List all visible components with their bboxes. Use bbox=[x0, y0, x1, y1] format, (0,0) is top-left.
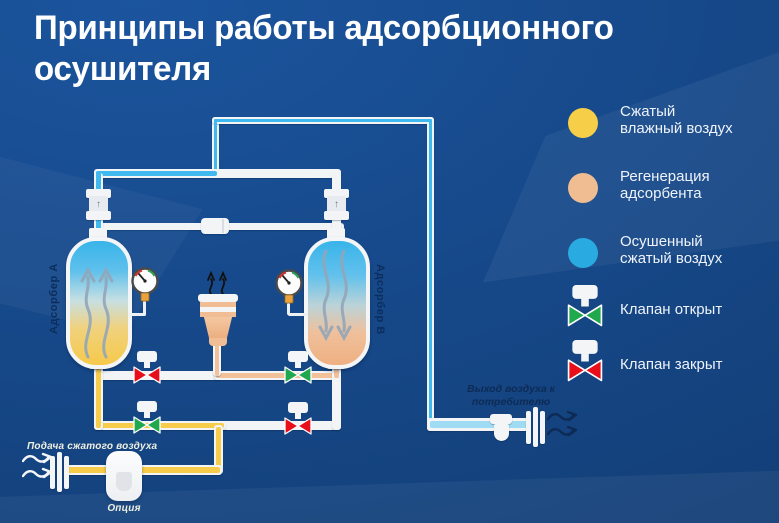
muffler-body bbox=[203, 317, 233, 338]
adsorber-b-vessel bbox=[304, 237, 370, 369]
supply-flange bbox=[64, 456, 69, 489]
gauge-b-tube bbox=[288, 313, 308, 316]
legend-label-line: сжатый воздух bbox=[620, 250, 723, 268]
legend-swatch-regeneration bbox=[568, 173, 598, 203]
muffler-neck bbox=[209, 338, 227, 346]
optional-filter bbox=[106, 451, 142, 501]
inlet-row-right-pipe bbox=[214, 421, 341, 430]
title-line-1: Принципы работы адсорбционного bbox=[34, 9, 614, 47]
supply-flange bbox=[50, 456, 55, 489]
up-arrow-icon: ↑ bbox=[334, 199, 339, 210]
supply-pipe-core bbox=[66, 467, 220, 473]
up-arrow-icon: ↑ bbox=[96, 199, 101, 210]
muffler-ring bbox=[200, 307, 236, 312]
option-label: Опция bbox=[107, 503, 141, 514]
legend-label-valve-closed: Клапан закрыт bbox=[620, 356, 723, 373]
valve-open-inlet-a-icon bbox=[133, 401, 161, 434]
outlet-flange bbox=[526, 411, 531, 444]
dry-air-core bbox=[214, 119, 432, 122]
check-valve-b: ↑ bbox=[324, 189, 349, 220]
muffler-ring bbox=[200, 312, 236, 317]
outlet-flange bbox=[540, 411, 545, 444]
outlet-label-line-2: потребителю bbox=[471, 396, 551, 409]
outlet-header-pipe bbox=[94, 169, 341, 178]
tower-a-bottom-riser-core bbox=[96, 362, 101, 428]
adsorber-a-label: Адсорбер А bbox=[48, 263, 60, 335]
legend-label-line: Осушенный bbox=[620, 233, 703, 250]
outlet-header-core bbox=[96, 171, 217, 176]
muffler-cap bbox=[198, 294, 238, 302]
outlet-pipe-core bbox=[430, 421, 527, 428]
valve-closed-inlet-b-icon bbox=[284, 402, 312, 435]
purge-orifice bbox=[201, 218, 229, 234]
valve-open-purge-b-icon bbox=[284, 351, 312, 384]
page-title: Принципы работы адсорбционного осушителя bbox=[34, 8, 732, 91]
legend-valve-open-icon bbox=[567, 285, 603, 327]
outlet-drain-fitting bbox=[494, 424, 509, 441]
title-line-2: осушителя bbox=[34, 50, 212, 89]
valve-closed-purge-a-icon bbox=[133, 351, 161, 384]
pressure-gauge-a-icon bbox=[131, 267, 159, 302]
muffler-ring bbox=[200, 302, 236, 307]
check-valve-cap bbox=[86, 189, 111, 198]
pressure-gauge-b-icon bbox=[275, 269, 303, 304]
gauge-b-tube bbox=[287, 303, 290, 315]
check-valve-body: ↑ bbox=[327, 196, 346, 213]
supply-riser-core bbox=[216, 427, 221, 472]
outlet-label-line-1: Выход воздуха к bbox=[467, 383, 555, 395]
legend-label-valve-open: Клапан открыт bbox=[620, 301, 723, 318]
filter-element bbox=[116, 472, 132, 491]
legend-label-dry-air: Осушенный сжатый воздух bbox=[620, 233, 770, 268]
legend-label-line: Регенерация bbox=[620, 168, 710, 185]
legend-label-regeneration: Регенерация адсорбента bbox=[620, 168, 770, 203]
tower-b-bottom-riser-core bbox=[334, 362, 339, 378]
upward-flow-arrows-icon bbox=[80, 266, 114, 359]
adsorber-a-vessel bbox=[66, 237, 132, 369]
check-valve-body: ↑ bbox=[89, 196, 108, 213]
regeneration-core bbox=[216, 373, 338, 378]
legend-label-wet-air: Сжатый влажный воздух bbox=[620, 103, 770, 138]
gauge-a-tube bbox=[143, 301, 146, 315]
check-valve-cap bbox=[324, 189, 349, 198]
legend-valve-closed-icon bbox=[567, 340, 603, 382]
exhaust-steam-icon bbox=[207, 270, 227, 295]
muffler-riser-core bbox=[215, 334, 219, 376]
gauge-a-tube bbox=[128, 313, 146, 316]
check-valve-cap bbox=[86, 211, 111, 220]
supply-flange bbox=[57, 452, 62, 492]
outflow-arrows-icon bbox=[547, 410, 578, 437]
dry-air-core bbox=[214, 119, 217, 173]
check-valve-a: ↑ bbox=[86, 189, 111, 220]
dry-air-core bbox=[429, 119, 432, 425]
downward-flow-arrows-icon bbox=[318, 249, 352, 342]
legend-swatch-dry-air bbox=[568, 238, 598, 268]
outlet-flange bbox=[533, 407, 538, 447]
legend-swatch-wet-air bbox=[568, 108, 598, 138]
outlet-label: Выход воздуха к потребителю bbox=[450, 383, 572, 409]
tower-b-bottom-riser bbox=[332, 360, 341, 430]
legend-label-line: адсорбента bbox=[620, 185, 702, 203]
legend-label-line: влажный воздух bbox=[620, 120, 733, 138]
supply-label: Подача сжатого воздуха bbox=[27, 441, 158, 452]
adsorber-b-label: Адсорбер В bbox=[374, 263, 386, 335]
outlet-fitting-cap bbox=[490, 414, 512, 424]
orifice-ring bbox=[222, 219, 224, 233]
check-valve-cap bbox=[324, 211, 349, 220]
legend-label-line: Сжатый bbox=[620, 103, 676, 120]
